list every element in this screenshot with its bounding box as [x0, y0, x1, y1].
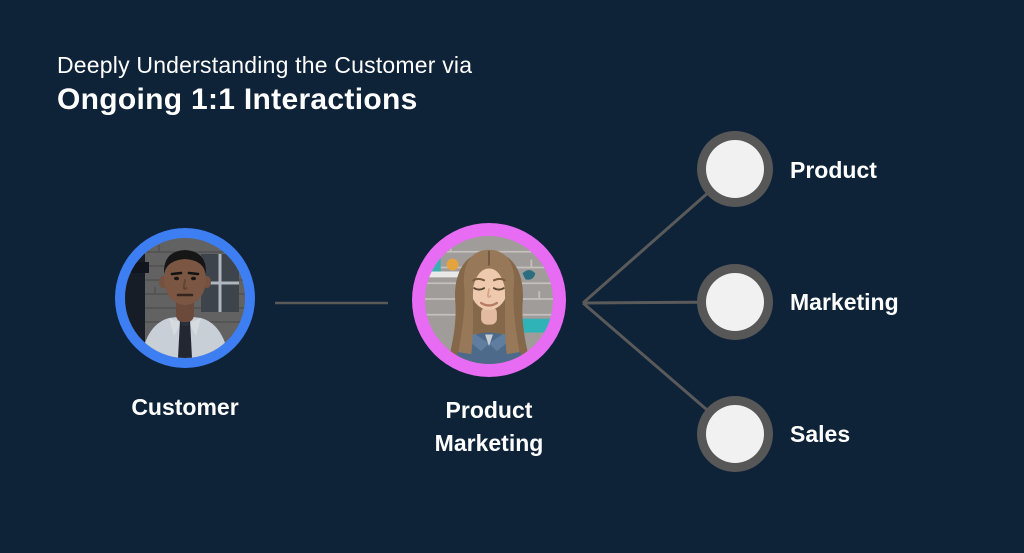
product-marketing-node: [412, 223, 566, 377]
title-line-2: Ongoing 1:1 Interactions: [57, 83, 418, 116]
product-node: [697, 131, 773, 207]
product-marketing-photo: [425, 236, 553, 364]
title-line-1: Deeply Understanding the Customer via: [57, 52, 473, 78]
man-portrait-illustration: [125, 238, 245, 358]
product-marketing-label: Product Marketing: [434, 397, 544, 456]
woman-portrait-illustration: [425, 236, 553, 364]
marketing-label: Marketing: [790, 289, 899, 315]
slide-title: Deeply Understanding the Customer via On…: [57, 50, 472, 118]
customer-label: Customer: [131, 394, 239, 420]
sales-circle: [706, 405, 764, 463]
marketing-circle: [706, 273, 764, 331]
marketing-node: [697, 264, 773, 340]
sales-node: [697, 396, 773, 472]
customer-photo: [125, 238, 245, 358]
sales-label: Sales: [790, 421, 851, 447]
product-label: Product: [790, 157, 877, 183]
customer-node: [115, 228, 255, 368]
product-circle: [706, 140, 764, 198]
